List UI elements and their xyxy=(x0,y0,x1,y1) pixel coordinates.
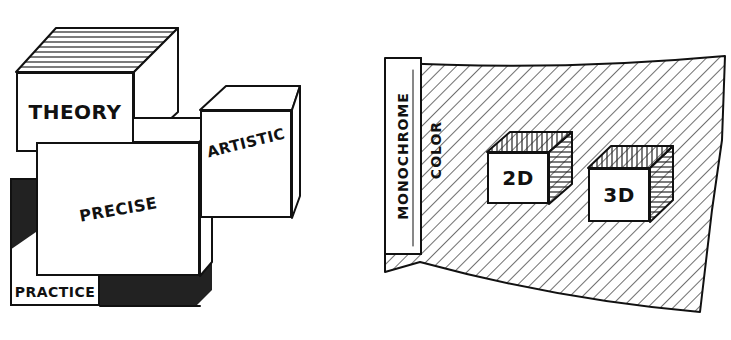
dark-shade xyxy=(10,178,36,250)
block-top xyxy=(200,86,300,110)
wall-line xyxy=(413,70,414,246)
box-label: 2D xyxy=(502,166,534,190)
box-label: 3D xyxy=(603,183,635,207)
block-side xyxy=(292,86,300,218)
plane-label: COLOR xyxy=(428,121,444,179)
box-label: PRACTICE xyxy=(15,284,96,300)
cube-face: 3D xyxy=(588,168,650,222)
box-label: THEORY xyxy=(29,100,122,124)
cube-side xyxy=(549,132,572,204)
hatched-plane xyxy=(385,56,725,312)
cube-face: 2D xyxy=(487,152,549,204)
wall-edge xyxy=(420,58,422,254)
wall-label: MONOCHROME xyxy=(395,92,411,220)
cube-side xyxy=(650,146,673,222)
box-label: PRECISE xyxy=(78,193,159,225)
monochrome-wall xyxy=(385,58,421,254)
cube-face: ARTISTIC xyxy=(200,110,292,218)
cube-face: PRECISE xyxy=(36,142,200,276)
box-label: ARTISTIC xyxy=(205,125,287,162)
cube-face: THEORY xyxy=(16,72,134,152)
block-edge xyxy=(100,305,200,307)
